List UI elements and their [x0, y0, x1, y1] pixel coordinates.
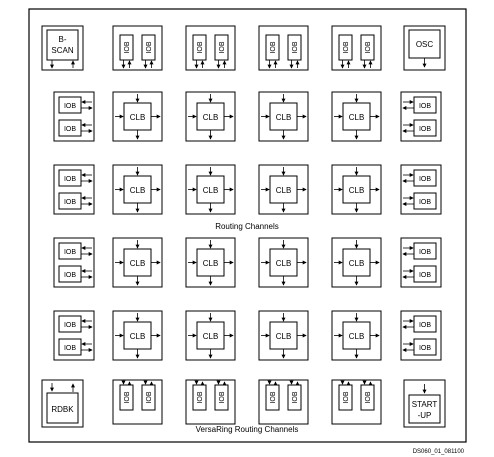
bottom-iob-block: IOB IOB [331, 379, 382, 425]
iob-label: IOB [124, 391, 131, 403]
top-iob-block: IOB IOB [331, 25, 382, 71]
rdbk-block: RDBK [41, 379, 84, 428]
iob-label: IOB [419, 322, 431, 329]
figure-id: DS060_01_081100 [413, 449, 465, 455]
clb-block: CLB [258, 164, 309, 215]
clb-label: CLB [349, 332, 365, 341]
clb-block: CLB [331, 310, 382, 361]
iob-label: IOB [64, 126, 76, 133]
iob-label: IOB [419, 249, 431, 256]
startup-label-line2: -UP [418, 411, 432, 420]
right-iob-block: IOB IOB [400, 310, 442, 361]
clb-block: CLB [258, 91, 309, 142]
routing-channels-label: Routing Channels [215, 222, 279, 231]
iob-label: IOB [292, 391, 299, 403]
clb-label: CLB [203, 186, 219, 195]
clb-block: CLB [185, 91, 236, 142]
right-iob-block: IOB IOB [400, 91, 442, 142]
iob-label: IOB [419, 176, 431, 183]
iob-label: IOB [365, 41, 372, 53]
clb-label: CLB [203, 113, 219, 122]
clb-block: CLB [112, 237, 163, 288]
iob-label: IOB [292, 41, 299, 53]
clb-label: CLB [130, 186, 146, 195]
iob-label: IOB [419, 272, 431, 279]
iob-label: IOB [64, 249, 76, 256]
clb-block: CLB [258, 310, 309, 361]
versaring-label: VersaRing Routing Channels [196, 425, 299, 434]
clb-label: CLB [130, 113, 146, 122]
iob-label: IOB [64, 199, 76, 206]
clb-block: CLB [112, 310, 163, 361]
clb-block: CLB [112, 164, 163, 215]
iob-label: IOB [64, 272, 76, 279]
left-iob-block: IOB IOB [53, 91, 95, 142]
clb-block: CLB [185, 164, 236, 215]
iob-label: IOB [146, 41, 153, 53]
left-iob-block: IOB IOB [53, 310, 95, 361]
clb-label: CLB [276, 332, 292, 341]
clb-label: CLB [349, 113, 365, 122]
clb-block: CLB [258, 237, 309, 288]
iob-label: IOB [270, 41, 277, 53]
right-iob-block: IOB IOB [400, 237, 442, 288]
iob-label: IOB [270, 391, 277, 403]
top-iob-block: IOB IOB [185, 25, 236, 71]
clb-label: CLB [276, 259, 292, 268]
iob-label: IOB [197, 41, 204, 53]
left-iob-block: IOB IOB [53, 237, 95, 288]
chip-outline [28, 8, 467, 443]
iob-label: IOB [419, 126, 431, 133]
clb-label: CLB [349, 186, 365, 195]
iob-label: IOB [64, 345, 76, 352]
iob-label: IOB [419, 103, 431, 110]
iob-label: IOB [419, 345, 431, 352]
startup-block: START -UP [403, 379, 446, 428]
bscan-block: B- SCAN [41, 25, 84, 71]
iob-label: IOB [64, 322, 76, 329]
iob-label: IOB [64, 103, 76, 110]
clb-label: CLB [130, 332, 146, 341]
clb-label: CLB [203, 259, 219, 268]
clb-block: CLB [185, 310, 236, 361]
startup-label-line1: START [412, 400, 438, 409]
bottom-iob-block: IOB IOB [258, 379, 309, 425]
osc-label: OSC [416, 40, 434, 49]
clb-label: CLB [130, 259, 146, 268]
osc-block: OSC [403, 25, 446, 71]
clb-block: CLB [112, 91, 163, 142]
iob-label: IOB [219, 41, 226, 53]
right-iob-block: IOB IOB [400, 164, 442, 215]
iob-label: IOB [146, 391, 153, 403]
clb-block: CLB [331, 237, 382, 288]
clb-label: CLB [203, 332, 219, 341]
bottom-iob-block: IOB IOB [185, 379, 236, 425]
left-iob-block: IOB IOB [53, 164, 95, 215]
iob-label: IOB [419, 199, 431, 206]
clb-block: CLB [185, 237, 236, 288]
iob-label: IOB [343, 391, 350, 403]
bscan-label-line1: B- [59, 35, 67, 44]
clb-block: CLB [331, 164, 382, 215]
iob-label: IOB [64, 176, 76, 183]
clb-label: CLB [349, 259, 365, 268]
clb-label: CLB [276, 113, 292, 122]
bscan-label-line2: SCAN [51, 46, 73, 55]
iob-label: IOB [365, 391, 372, 403]
iob-label: IOB [124, 41, 131, 53]
top-iob-block: IOB IOB [258, 25, 309, 71]
top-iob-block: IOB IOB [112, 25, 163, 71]
iob-label: IOB [197, 391, 204, 403]
clb-label: CLB [276, 186, 292, 195]
rdbk-label: RDBK [51, 405, 74, 414]
bottom-iob-block: IOB IOB [112, 379, 163, 425]
clb-block: CLB [331, 91, 382, 142]
iob-label: IOB [219, 391, 226, 403]
iob-label: IOB [343, 41, 350, 53]
